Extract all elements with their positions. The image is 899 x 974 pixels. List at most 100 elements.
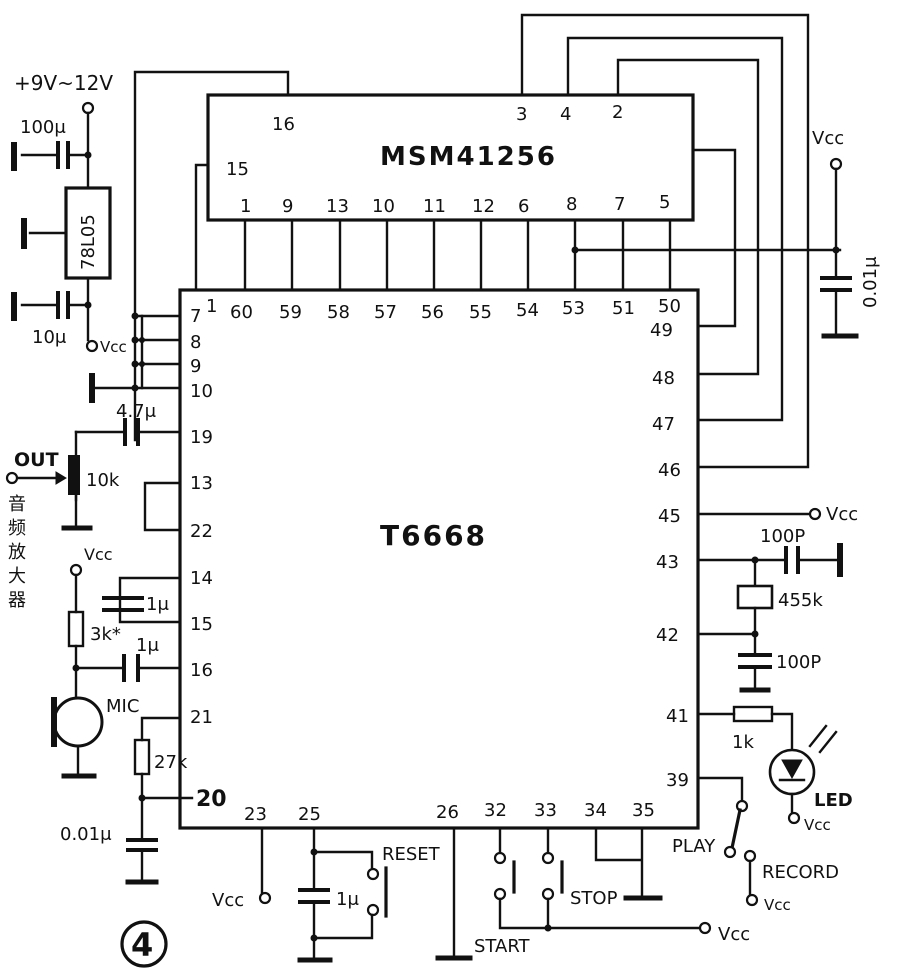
right-side: Vcc 0.01μ Vcc 100P 455k 100P 1k (571, 128, 881, 914)
vcc-label: Vcc (718, 924, 750, 945)
main-pin: 43 (656, 552, 679, 573)
main-pin: 10 (190, 381, 213, 402)
dram-pin: 10 (372, 196, 395, 217)
main-pin: 20 (196, 787, 227, 812)
vcc-label: Vcc (100, 338, 127, 356)
cap-100p-b-label: 100P (776, 652, 821, 673)
main-pin: 26 (436, 802, 459, 823)
potentiometer-10k (68, 455, 80, 495)
main-pin: 59 (279, 302, 302, 323)
main-pin: 60 (230, 302, 253, 323)
amp-char: 音 (8, 494, 26, 515)
junction-dot (131, 360, 139, 368)
vcc-terminal (808, 507, 822, 521)
supply-terminal (81, 101, 95, 115)
main-pin: 46 (658, 460, 681, 481)
vcc-terminal (69, 563, 83, 577)
cap-1u-reset-label: 1μ (336, 889, 359, 910)
junction-dot (832, 246, 840, 254)
msm41256-chip (206, 93, 695, 222)
dram-pin: 3 (516, 104, 527, 125)
junction-dot (544, 924, 552, 932)
cap-100u-label: 100μ (20, 117, 66, 138)
cap-1u-b-label: 1μ (136, 635, 159, 656)
t6668-chip (178, 288, 700, 830)
vcc-label: Vcc (804, 816, 831, 834)
supply-label: +9V~12V (14, 71, 113, 95)
main-pin: 42 (656, 625, 679, 646)
main-pin: 51 (612, 298, 635, 319)
resistor-1k-label: 1k (732, 732, 754, 753)
main-pin: 22 (190, 521, 213, 542)
dram-pin: 15 (226, 159, 249, 180)
msm41256-label: MSM41256 (380, 142, 557, 172)
play-record-switch (730, 808, 742, 850)
main-pin: 7 (190, 306, 201, 327)
dram-pin: 13 (326, 196, 349, 217)
dram-pin: 9 (282, 196, 293, 217)
vcc-label: Vcc (84, 545, 113, 564)
cap-001u-a-label: 0.01μ (60, 824, 112, 845)
main-pin: 32 (484, 800, 507, 821)
crystal-label: 455k (778, 590, 823, 611)
amp-char: 大 (8, 566, 26, 587)
switch-contact (541, 851, 555, 865)
main-pin: 8 (190, 332, 201, 353)
vcc-label: Vcc (764, 896, 791, 914)
record-label: RECORD (762, 862, 839, 883)
main-pin: 53 (562, 298, 585, 319)
main-pin: 58 (327, 302, 350, 323)
cap-10u-label: 10μ (32, 327, 67, 348)
junction-dot (131, 384, 139, 392)
switch-contact (493, 851, 507, 865)
vcc-label: Vcc (812, 128, 844, 149)
t6668-bottom-pins: 23 25 26 32 33 34 35 (244, 800, 655, 825)
vcc-terminal (698, 921, 712, 935)
output-section: 4.7μ OUT 10k 音 频 放 大 器 (5, 401, 182, 611)
main-pin: 35 (632, 800, 655, 821)
switch-contact (723, 845, 737, 859)
resistor-3k (67, 610, 85, 648)
dram-pin: 12 (472, 196, 495, 217)
dram-pin: 1 (240, 196, 251, 217)
bottom-section: Vcc RESET 1μ Vcc START STOP (212, 826, 750, 963)
switch-contact (366, 903, 380, 917)
dram-pin: 4 (560, 104, 571, 125)
main-pin: 33 (534, 800, 557, 821)
dram-pin: 8 (566, 194, 577, 215)
amp-char: 器 (8, 590, 26, 611)
mic-section: Vcc 3k* 1μ MIC (51, 545, 182, 779)
main-pin: 19 (190, 427, 213, 448)
main-pin: 34 (584, 800, 607, 821)
main-pin: 16 (190, 660, 213, 681)
loop-13-22 (143, 481, 182, 532)
switch-contact (541, 887, 555, 901)
stop-label: STOP (570, 888, 618, 909)
vcc-label: Vcc (212, 890, 244, 911)
bus-wires (133, 13, 842, 469)
switch-contact (743, 849, 757, 863)
vcc-terminal (787, 811, 801, 825)
amp-char: 频 (8, 518, 26, 539)
t6668-top-pins: 1 60 59 58 57 56 55 54 53 51 50 (206, 296, 681, 323)
cap-14-15: 1μ (102, 576, 182, 624)
microphone (52, 696, 104, 748)
cap-4-7u-label: 4.7μ (116, 401, 157, 422)
main-pin: 48 (652, 368, 675, 389)
main-pin: 1 (206, 296, 217, 317)
junction-dot (131, 336, 139, 344)
figure-number-circle (120, 920, 168, 968)
main-pin: 45 (658, 506, 681, 527)
main-pin: 54 (516, 300, 539, 321)
junction-dot (131, 312, 139, 320)
dram-pin: 5 (659, 192, 670, 213)
main-pin: 25 (298, 804, 321, 825)
main-pin: 15 (190, 614, 213, 635)
msm41256-pins: 16 15 3 4 2 1 9 13 10 11 12 6 8 7 5 (226, 102, 670, 217)
resistor-1k (732, 705, 774, 723)
amp-label: 音 频 放 大 器 (8, 494, 26, 611)
main-pin: 23 (244, 804, 267, 825)
start-label: START (474, 936, 531, 957)
junction-dot (310, 934, 318, 942)
